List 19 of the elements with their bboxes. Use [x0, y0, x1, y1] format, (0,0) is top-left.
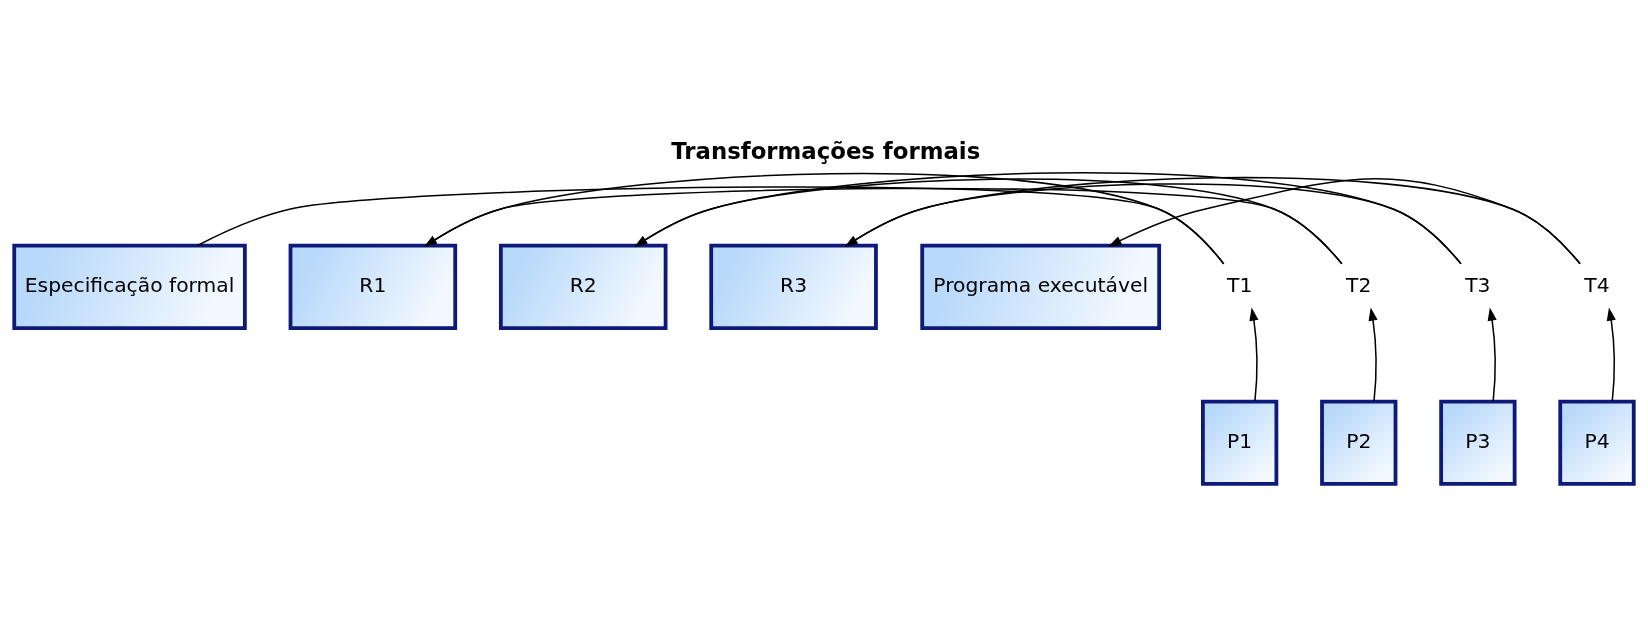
node-box: P2 [1320, 399, 1398, 486]
arrow [1487, 307, 1497, 402]
node-box: P4 [1558, 399, 1636, 486]
arrow [1368, 307, 1378, 402]
arrow [1108, 177, 1581, 265]
node-text: T4 [1584, 272, 1610, 297]
node-box: P3 [1439, 399, 1517, 486]
node-box: P1 [1201, 399, 1279, 486]
diagram-title: Transformações formais [671, 137, 981, 164]
node-box: Programa executável [920, 243, 1162, 330]
node-box: Especificação formal [12, 243, 247, 330]
arrow [1606, 307, 1616, 402]
node-box: R3 [709, 243, 878, 330]
node-box: R1 [288, 243, 458, 330]
node-box: R2 [498, 243, 668, 330]
arrow [1249, 307, 1259, 402]
node-text: T2 [1346, 272, 1372, 297]
node-text: T1 [1227, 272, 1253, 297]
node-text: T3 [1465, 272, 1491, 297]
